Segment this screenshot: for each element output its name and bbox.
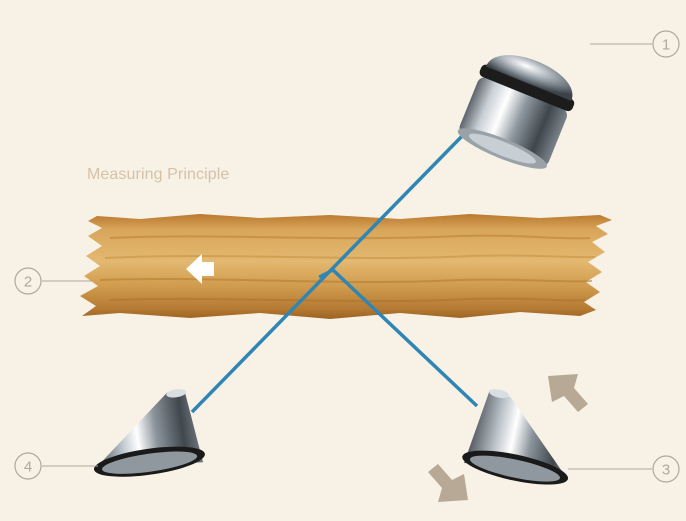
callout-3: 3	[653, 456, 679, 482]
callout-3-label: 3	[662, 462, 670, 479]
callout-4: 4	[15, 453, 41, 479]
wood-board	[80, 214, 612, 319]
sensor-4	[85, 387, 207, 483]
sensor-direction-arrow-down	[428, 464, 468, 502]
sensor-direction-arrow-up	[548, 374, 588, 412]
callout-2-label: 2	[24, 274, 32, 291]
callout-4-label: 4	[24, 459, 32, 476]
sensor-1	[452, 43, 584, 177]
sensor-3	[460, 385, 584, 492]
callout-1: 1	[653, 31, 679, 57]
callout-2: 2	[15, 268, 41, 294]
callout-1-label: 1	[662, 37, 670, 54]
